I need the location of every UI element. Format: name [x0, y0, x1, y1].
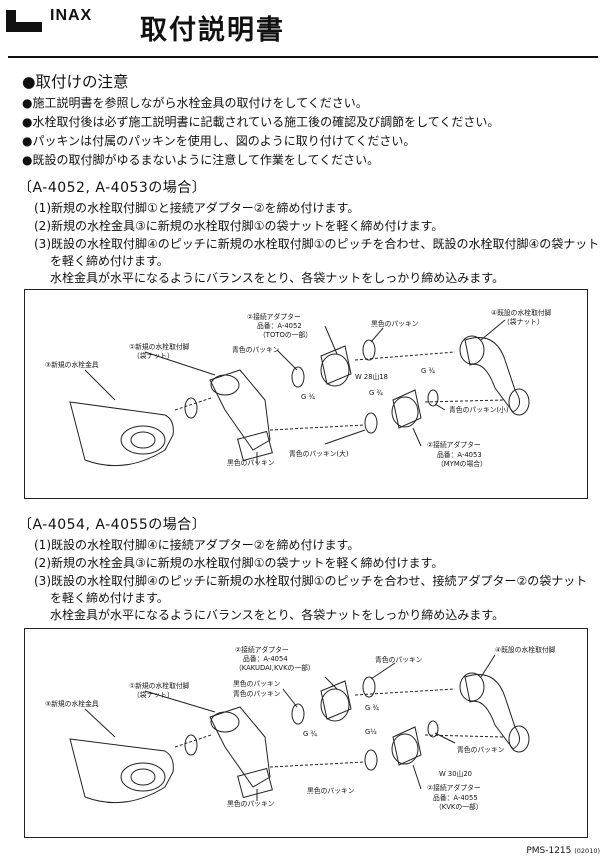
- inax-logo: INAX: [6, 6, 126, 40]
- note-item: ●既設の取付脚がゆるまないように注意して作業をしてください。: [22, 153, 380, 167]
- label-blue-packing-large: 青色のパッキン(大): [289, 450, 349, 458]
- label-adapter-top-sub: （KAKUDAI,KVKの一部）: [235, 664, 315, 672]
- section1-heading: 〔A-4052, A-4053の場合〕: [18, 180, 207, 196]
- label-adapter-top: ②接続アダプター: [235, 646, 289, 654]
- label-adapter-top-sub: （TOTOの一部）: [259, 331, 312, 339]
- label-thread-g: G ¾: [365, 704, 380, 712]
- section2-step: (1)既設の水栓取付脚④に接続アダプター②を締め付けます。: [34, 538, 360, 552]
- label-thread-g: G ¾: [369, 389, 384, 397]
- section2-heading: 〔A-4054, A-4055の場合〕: [18, 517, 207, 533]
- label-new-leg: ①新規の水栓取付脚: [129, 343, 190, 351]
- document-code: PMS-1215 (02010): [526, 846, 600, 856]
- notes-heading: ●取付けの注意: [22, 73, 129, 91]
- label-black-packing-top: 黒色のパッキン: [371, 320, 419, 328]
- label-adapter-bottom-sub: （KVKの一部）: [435, 803, 483, 811]
- label-new-leg: ①新規の水栓取付脚: [129, 682, 190, 690]
- label-black-packing-bottom: 黒色のパッキン: [227, 459, 275, 467]
- section1-step: (1)新規の水栓取付脚①と接続アダプター②を締め付けます。: [34, 201, 360, 215]
- label-thread-g12: G½: [365, 728, 377, 736]
- label-blue-packing-right: 青色のパッキン: [457, 746, 505, 754]
- label-faucet: ③新規の水栓金具: [45, 700, 99, 708]
- inax-logo-mark-icon: [6, 10, 42, 32]
- label-adapter-bottom: ②接続アダプター: [427, 784, 481, 792]
- label-black-packing: 黒色のパッキン: [233, 680, 281, 688]
- document-title: 取付説明書: [140, 15, 285, 46]
- label-black-packing-middle: 黒色のパッキン: [307, 787, 355, 795]
- note-item: ●水栓取付後は必ず施工説明書に記載されている施工後の確認及び調節をしてください。: [22, 115, 500, 129]
- label-old-leg: ④既設の水栓取付脚: [495, 646, 556, 654]
- section1-diagram: ③新規の水栓金具 ①新規の水栓取付脚 （袋ナット） ②接続アダプター 品番：A-…: [24, 289, 588, 499]
- label-old-leg-sub: （袋ナット）: [503, 318, 544, 326]
- label-new-leg-sub: （袋ナット）: [133, 352, 174, 360]
- label-blue-packing-small: 青色のパッキン(小): [449, 406, 509, 414]
- section1-step: (3)既設の水栓取付脚④のピッチに新規の水栓取付脚①のピッチを合わせ、既設の水栓…: [34, 237, 600, 251]
- label-thread-g: G ¾: [301, 393, 316, 401]
- label-adapter-bottom-part: 品番：A-4053: [437, 451, 482, 459]
- section1-step: 水栓金具が水平になるようにバランスをとり、各袋ナットをしっかり締め込みます。: [50, 271, 505, 285]
- label-adapter-top: ②接続アダプター: [247, 313, 301, 321]
- title-divider: [8, 56, 598, 58]
- document-revision: (02010): [574, 847, 600, 855]
- section2-step: (3)既設の水栓取付脚④のピッチに新規の水栓取付脚①のピッチを合わせ、接続アダプ…: [34, 574, 588, 588]
- label-blue-packing-top: 青色のパッキン: [375, 656, 423, 664]
- label-thread-g: G ¾: [303, 730, 318, 738]
- section2-step: (2)新規の水栓金具③に新規の水栓取付脚①の袋ナットを軽く締め付けます。: [34, 556, 444, 570]
- section2-exploded-view: [69, 654, 530, 804]
- label-adapter-bottom-part: 品番：A-4055: [433, 794, 478, 802]
- section2-diagram: ③新規の水栓金具 ①新規の水栓取付脚 （袋ナット） ②接続アダプター 品番：A-…: [24, 628, 588, 838]
- faucet-body-shape: [69, 401, 174, 467]
- label-blue-packing: 青色のパッキン: [233, 690, 281, 698]
- label-adapter-top-part: 品番：A-4054: [243, 655, 288, 663]
- label-thread-g: G ¾: [421, 367, 436, 375]
- section1-step: (2)新規の水栓金具③に新規の水栓取付脚①の袋ナットを軽く締め付けます。: [34, 219, 444, 233]
- section2-step: 水栓金具が水平になるようにバランスをとり、各袋ナットをしっかり締め込みます。: [50, 608, 505, 622]
- label-thread-w: W 30山20: [439, 770, 472, 778]
- document-code-number: PMS-1215: [526, 846, 572, 856]
- label-adapter-top-part: 品番：A-4052: [257, 322, 302, 330]
- note-item: ●施工説明書を参照しながら水栓金具の取付けをしてください。: [22, 96, 368, 110]
- label-thread-w: W 28山18: [355, 373, 388, 381]
- label-old-leg: ④既設の水栓取付脚: [491, 309, 552, 317]
- note-item: ●パッキンは付属のパッキンを使用し、図のように取り付けてください。: [22, 134, 416, 148]
- label-black-packing-bottom: 黒色のパッキン: [227, 800, 275, 808]
- brand-name: INAX: [50, 7, 93, 24]
- label-blue-packing: 青色のパッキン: [232, 346, 280, 354]
- label-adapter-bottom: ②接続アダプター: [427, 441, 481, 449]
- section1-step: を軽く締め付けます。: [50, 254, 169, 268]
- label-faucet: ③新規の水栓金具: [45, 361, 99, 369]
- label-new-leg-sub: （袋ナット）: [133, 691, 174, 699]
- section2-step: を軽く締め付けます。: [50, 591, 169, 605]
- label-adapter-bottom-sub: （MYMの場合）: [437, 460, 487, 468]
- section1-exploded-view: [69, 319, 530, 467]
